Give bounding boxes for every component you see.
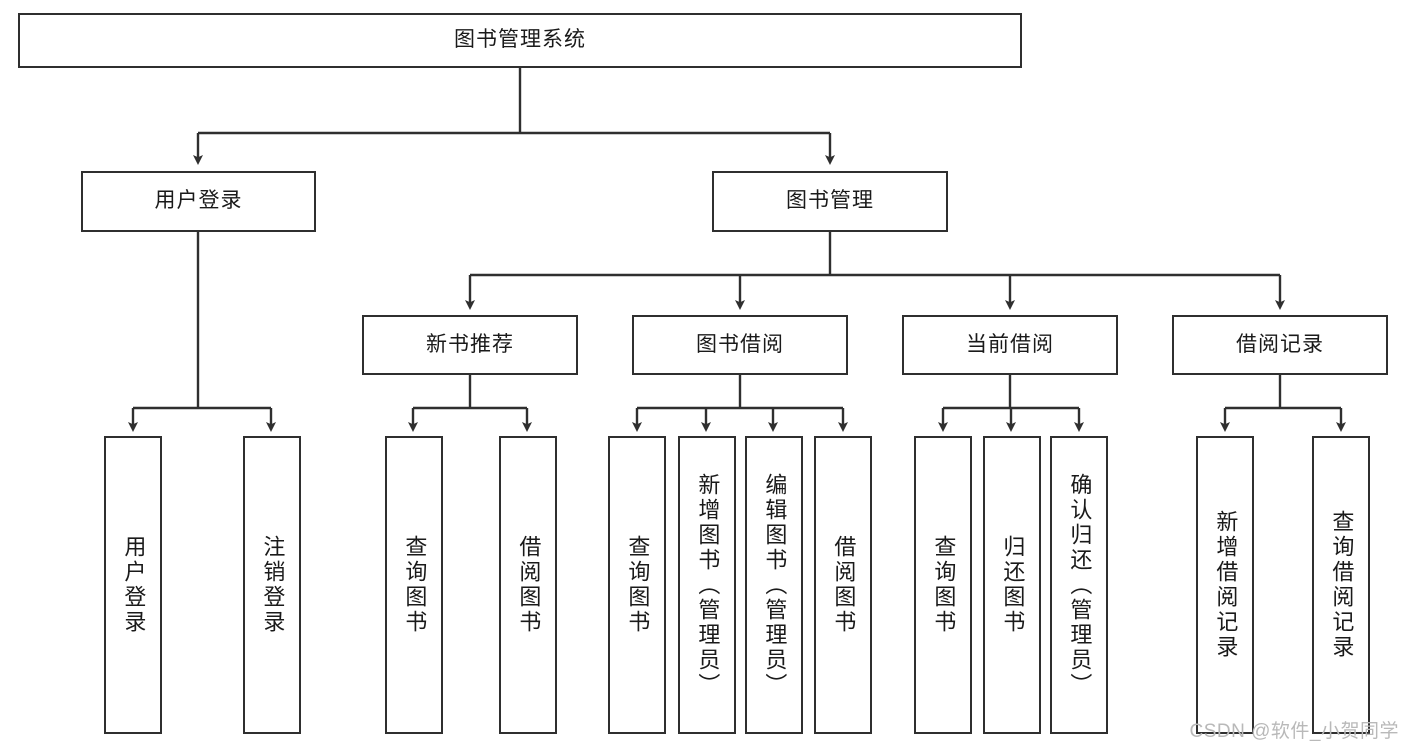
node-book-management-label: 图书管理 xyxy=(786,189,874,213)
leaf-user-login-login[interactable]: 用户登录 xyxy=(104,436,162,734)
leaf-borrow-query-book[interactable]: 查询图书 xyxy=(608,436,666,734)
node-user-login[interactable]: 用户登录 xyxy=(81,171,316,232)
leaf-current-query-book[interactable]: 查询图书 xyxy=(914,436,972,734)
leaf-recommend-query-book[interactable]: 查询图书 xyxy=(385,436,443,734)
leaf-borrow-borrow-book-label: 借阅图书 xyxy=(831,535,857,635)
leaf-current-return-book[interactable]: 归还图书 xyxy=(983,436,1041,734)
leaf-record-add-record[interactable]: 新增借阅记录 xyxy=(1196,436,1254,734)
node-borrow-record[interactable]: 借阅记录 xyxy=(1172,315,1388,375)
node-borrow-record-label: 借阅记录 xyxy=(1236,332,1324,356)
leaf-borrow-borrow-book[interactable]: 借阅图书 xyxy=(814,436,872,734)
leaf-current-confirm-return-label: 确认归还（管理员） xyxy=(1067,472,1093,698)
node-book-borrow[interactable]: 图书借阅 xyxy=(632,315,848,375)
leaf-recommend-borrow-book[interactable]: 借阅图书 xyxy=(499,436,557,734)
leaf-recommend-borrow-book-label: 借阅图书 xyxy=(516,535,542,635)
leaf-user-login-logout-label: 注销登录 xyxy=(260,535,286,635)
leaf-borrow-add-book-label: 新增图书（管理员） xyxy=(695,472,721,698)
leaf-record-query-record[interactable]: 查询借阅记录 xyxy=(1312,436,1370,734)
node-root[interactable]: 图书管理系统 xyxy=(18,13,1022,68)
leaf-borrow-edit-book[interactable]: 编辑图书（管理员） xyxy=(745,436,803,734)
leaf-borrow-edit-book-label: 编辑图书（管理员） xyxy=(762,472,788,698)
csdn-watermark: CSDN @软件_小贺同学 xyxy=(1189,721,1399,742)
node-user-login-label: 用户登录 xyxy=(154,189,243,213)
leaf-current-query-book-label: 查询图书 xyxy=(931,535,957,635)
leaf-user-login-login-label: 用户登录 xyxy=(121,535,147,635)
leaf-recommend-query-book-label: 查询图书 xyxy=(402,535,428,635)
node-current-borrow-label: 当前借阅 xyxy=(966,332,1054,356)
node-book-borrow-label: 图书借阅 xyxy=(696,332,784,356)
node-current-borrow[interactable]: 当前借阅 xyxy=(902,315,1118,375)
leaf-borrow-query-book-label: 查询图书 xyxy=(625,535,651,635)
leaf-record-query-record-label: 查询借阅记录 xyxy=(1329,510,1355,660)
node-new-book-recommend-label: 新书推荐 xyxy=(426,332,514,356)
leaf-current-confirm-return[interactable]: 确认归还（管理员） xyxy=(1050,436,1108,734)
leaf-current-return-book-label: 归还图书 xyxy=(1000,535,1026,635)
node-book-management[interactable]: 图书管理 xyxy=(712,171,948,232)
node-new-book-recommend[interactable]: 新书推荐 xyxy=(362,315,578,375)
leaf-record-add-record-label: 新增借阅记录 xyxy=(1213,510,1239,660)
node-root-label: 图书管理系统 xyxy=(454,28,586,52)
leaf-borrow-add-book[interactable]: 新增图书（管理员） xyxy=(678,436,736,734)
leaf-user-login-logout[interactable]: 注销登录 xyxy=(243,436,301,734)
